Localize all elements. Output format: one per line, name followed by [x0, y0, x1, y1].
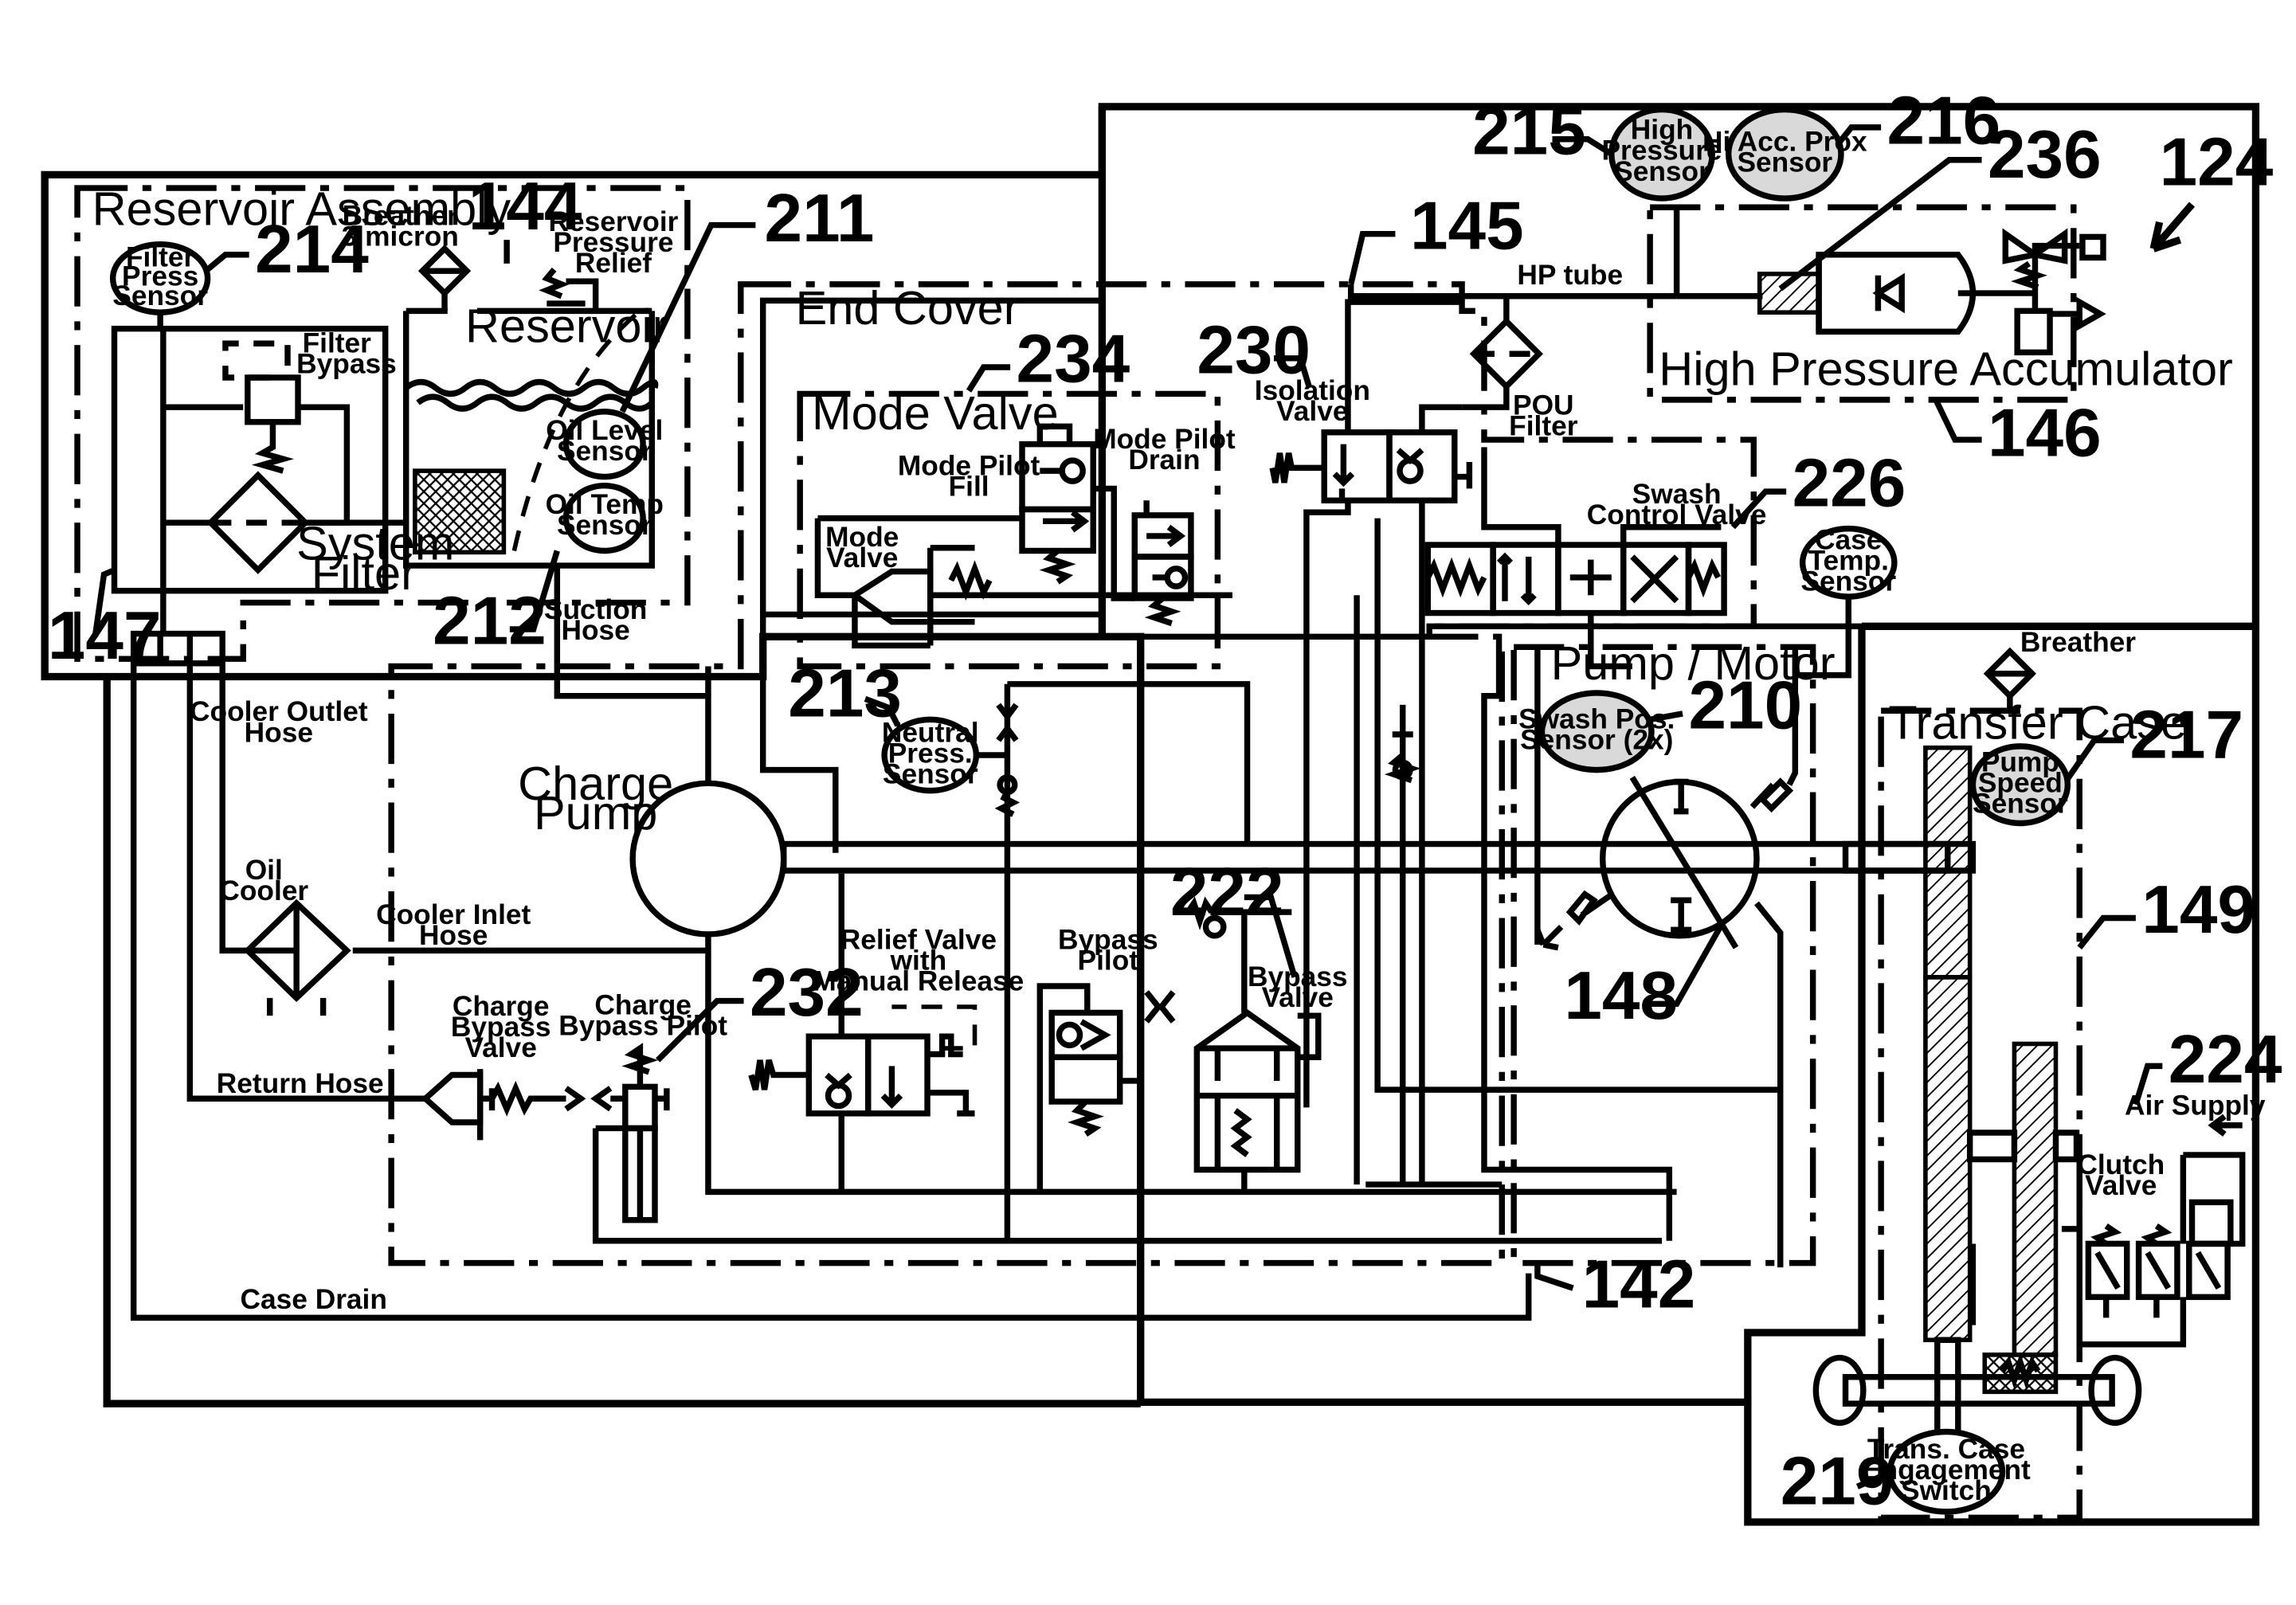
ref-211: 211 — [765, 181, 875, 256]
oil-level-sensor-label-2: Sensor — [557, 436, 652, 467]
ref-236: 236 — [1988, 117, 2102, 193]
swash-control-valve: Swash Control Valve — [1428, 447, 1766, 666]
hp-accumulator-box: High Pressure Accumulator — [1650, 207, 2233, 400]
filter-bypass-label-2: Bypass — [296, 348, 397, 379]
oil-temp-sensor: Oil Temp Sensor — [546, 486, 664, 551]
charge-pump-label-2: Pump — [534, 786, 657, 840]
bypass-valve: Bypass Valve — [1188, 903, 1347, 1192]
ref-232: 232 — [750, 955, 864, 1031]
isolation-valve-label-2: Valve — [1276, 396, 1348, 427]
system-filter-label-2: Filter — [311, 546, 417, 600]
return-hose-label: Return Hose — [217, 1068, 384, 1099]
ref-147: 147 — [48, 598, 162, 674]
hi-acc-prox-sensor: Hi Acc. Prox Sensor — [1702, 110, 1867, 199]
ref-219: 219 — [1781, 1444, 1894, 1520]
trans-case-switch-label-3: Switch — [1901, 1475, 1992, 1506]
bypass-valve-label-2: Valve — [1262, 982, 1334, 1013]
mode-pilot-drain-label-2: Drain — [1128, 444, 1200, 476]
hp-accumulator — [1677, 207, 2103, 352]
pou-filter-label-2: Filter — [1509, 411, 1578, 442]
ref-226: 226 — [1793, 446, 1906, 522]
ref-234: 234 — [1017, 322, 1130, 397]
swash-pos-sensor: Swash Pos. Sensor (2x) — [1518, 693, 1675, 770]
swash-pos-sensor-label-2: Sensor (2x) — [1520, 725, 1673, 756]
neutral-press-sensor-label-3: Sensor — [883, 758, 978, 789]
hi-acc-prox-sensor-label-2: Sensor — [1737, 147, 1832, 178]
ref-230: 230 — [1197, 312, 1311, 388]
ref-214: 214 — [255, 212, 369, 288]
charge-bypass-pilot: Charge Bypass Pilot — [558, 989, 1662, 1240]
pump-speed-sensor-label-3: Sensor — [1973, 789, 2068, 820]
case-temp-sensor-label-3: Sensor — [1800, 566, 1896, 597]
oil-cooler-label-2: Cooler — [219, 875, 308, 906]
ref-145: 145 — [1410, 188, 1524, 264]
clutch-valve: Clutch Valve Air Supply — [2077, 1090, 2265, 1345]
suction-hose-label-2: Hose — [561, 615, 629, 646]
high-pressure-sensor-label-3: Sensor — [1614, 156, 1710, 187]
res-relief-label-3: Relief — [575, 248, 652, 279]
ref-224: 224 — [2169, 1022, 2282, 1098]
mode-valve-small-label-2: Valve — [826, 542, 898, 573]
hp-accumulator-label: High Pressure Accumulator — [1659, 342, 2233, 395]
ref-142: 142 — [1582, 1247, 1696, 1322]
cooler-outlet-label-2: Hose — [245, 717, 313, 748]
ref-148: 148 — [1564, 958, 1678, 1034]
reservoir-label: Reservoir — [465, 299, 668, 352]
swash-control-label-2: Control Valve — [1587, 499, 1767, 530]
bypass-pilot: Bypass Pilot — [1040, 925, 1173, 1192]
filter-press-sensor: Filter Press Sensor — [112, 242, 208, 329]
pump-speed-sensor: Pump Speed Sensor — [1973, 746, 2068, 824]
hp-tube-label: HP tube — [1517, 260, 1623, 291]
breather-tc-label: Breather — [2020, 627, 2136, 658]
ref-212: 212 — [433, 584, 547, 660]
end-cover-label: End Cover — [796, 281, 1020, 335]
ref-222: 222 — [1170, 855, 1284, 930]
ref-144: 144 — [468, 169, 582, 245]
ref-210: 210 — [1688, 668, 1802, 744]
ref-213: 213 — [788, 656, 902, 732]
oil-temp-sensor-label-2: Sensor — [557, 510, 652, 541]
clutch-valve-label-2: Valve — [2085, 1170, 2157, 1201]
ref-216: 216 — [1887, 83, 2001, 159]
relief-valve: Relief Valve with Manual Release — [751, 874, 1024, 1192]
isolation-valve: Isolation Valve — [1255, 302, 1470, 1184]
ref-146: 146 — [1988, 396, 2102, 472]
ref-217: 217 — [2129, 698, 2243, 773]
ref-215: 215 — [1472, 93, 1586, 169]
oil-level-sensor: Oil Level Sensor — [546, 412, 663, 477]
charge-bypass-valve-label-3: Valve — [465, 1032, 537, 1063]
ref-149: 149 — [2141, 872, 2255, 948]
ref-124: 124 — [2160, 124, 2274, 200]
filter-press-sensor-label-3: Sensor — [112, 280, 208, 311]
cooler-inlet-label-2: Hose — [419, 920, 488, 951]
case-drain-label: Case Drain — [241, 1284, 387, 1315]
bypass-pilot-label-2: Pilot — [1078, 945, 1139, 977]
mode-pilot-fill-label-2: Fill — [949, 472, 989, 503]
